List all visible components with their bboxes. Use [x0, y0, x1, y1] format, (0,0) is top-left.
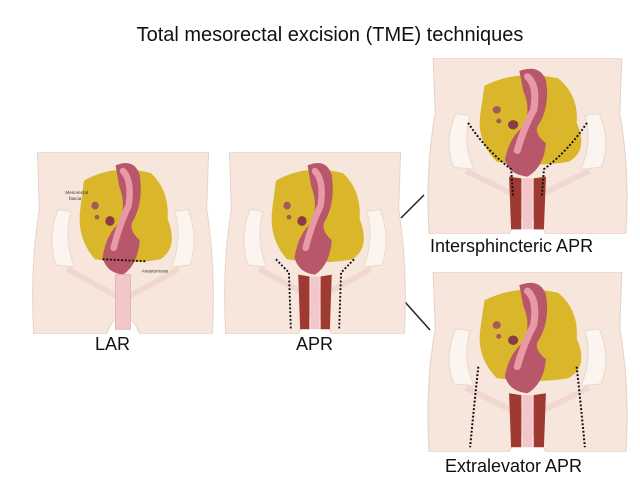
lymph-node	[283, 201, 291, 210]
rectum-lumen	[302, 167, 325, 252]
annotation-mesorectal-fascia: Mesorectal	[65, 190, 88, 196]
anal-canal	[115, 274, 131, 330]
tumor	[297, 216, 307, 226]
connector-apr-to-extralevator	[404, 301, 431, 331]
pelvic-bone-left	[51, 208, 76, 268]
annotation-anastomosis: Anastomosis	[142, 269, 169, 275]
lymph-node	[94, 214, 100, 220]
pelvic-bone-right	[579, 113, 607, 170]
anal-canal	[522, 178, 533, 230]
pelvic-bone-left	[448, 328, 476, 387]
lymph-node	[496, 118, 502, 124]
lymph-node	[496, 334, 502, 339]
figure-extralevator-apr	[425, 271, 630, 453]
tumor	[105, 216, 115, 226]
sphincter-muscle	[509, 176, 546, 230]
rectum-lumen	[110, 167, 133, 252]
annotation-mesorectal-fascia: fascia	[69, 196, 82, 202]
resection-line	[467, 122, 588, 198]
tumor	[508, 120, 519, 130]
lymph-node	[492, 106, 501, 114]
label-apr: APR	[296, 334, 334, 354]
pelvic-bone-right	[362, 208, 387, 268]
figure-apr	[222, 151, 408, 335]
anal-canal	[522, 395, 533, 448]
label-lar: LAR	[95, 334, 131, 354]
rectum-lumen	[513, 287, 539, 371]
rectum-lumen	[513, 73, 539, 154]
sphincter-muscle	[509, 393, 546, 448]
sphincter-muscle	[298, 274, 332, 330]
pelvic-bone-right	[170, 208, 195, 268]
pelvic-bone-left	[448, 113, 476, 170]
resection-line	[469, 366, 586, 448]
label-extralevator-apr: Extralevator APR	[445, 456, 583, 476]
diagram-title: Total mesorectal excision (TME) techniqu…	[136, 24, 524, 46]
pelvic-bone-left	[243, 208, 268, 268]
lymph-node	[91, 201, 99, 210]
anal-canal	[310, 276, 320, 330]
pelvic-bone-right	[579, 328, 607, 387]
connector-apr-to-intersphincteric	[400, 194, 425, 219]
label-intersphincteric-apr: Intersphincteric APR	[430, 236, 594, 256]
tumor	[508, 335, 519, 345]
figure-intersphincteric-apr	[425, 57, 630, 235]
lymph-node	[286, 214, 292, 220]
lymph-node	[492, 321, 501, 329]
